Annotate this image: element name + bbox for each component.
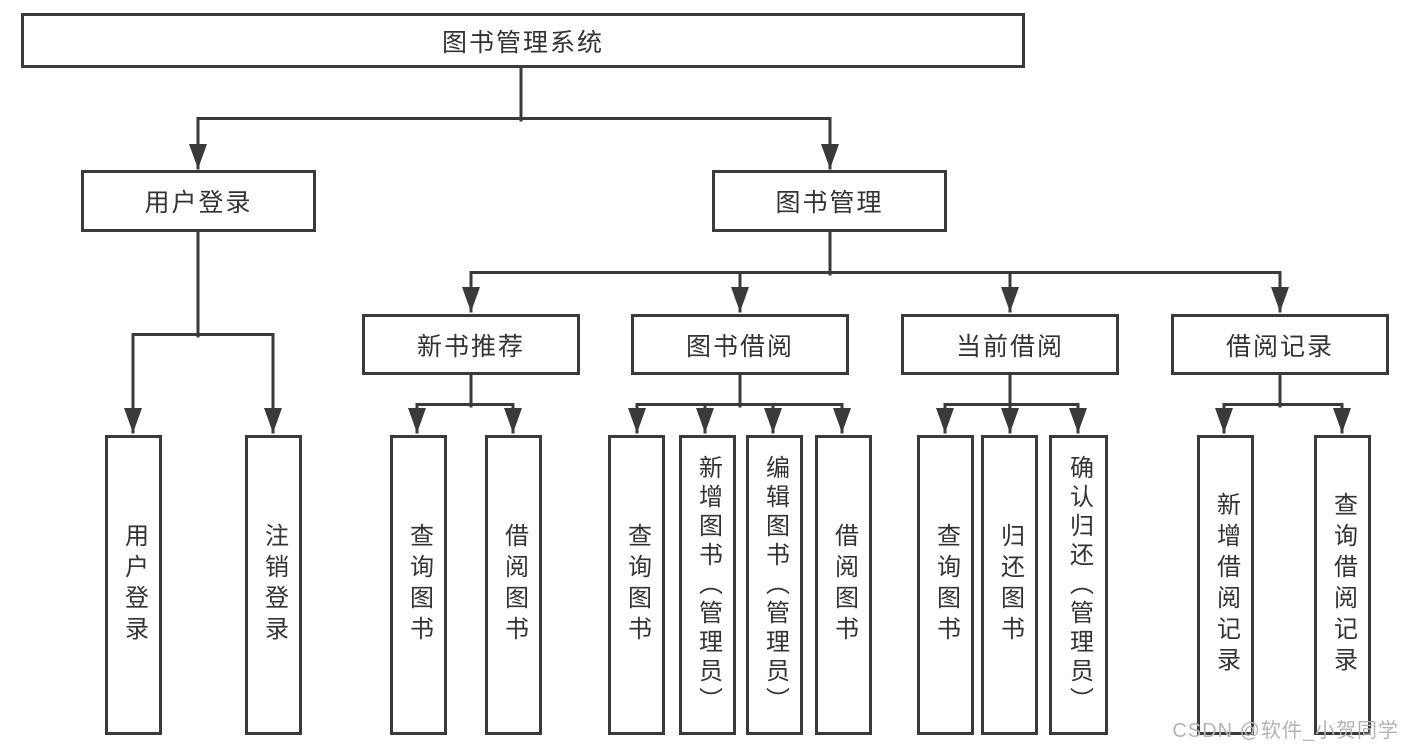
node-label: 查询图书: [405, 523, 433, 647]
node-label: 确认归还（管理员）: [1065, 454, 1093, 716]
node-label: 图书管理: [775, 189, 884, 217]
leaf-query-books-borrowing: 查询图书: [608, 435, 665, 735]
connectors-root: [189, 66, 839, 170]
node-label: 借阅记录: [1225, 332, 1334, 361]
node-label: 查询借阅记录: [1329, 492, 1357, 678]
node-label: 编辑图书（管理员）: [761, 454, 789, 716]
leaf-borrow-books: 借阅图书: [815, 435, 872, 735]
connectors-book-management: [462, 230, 1289, 313]
leaf-confirm-return-admin: 确认归还（管理员）: [1049, 435, 1108, 735]
node-label: 借阅图书: [830, 523, 858, 647]
watermark: CSDN @软件_小贺同学: [1172, 720, 1399, 742]
leaf-logout-login: 注销登录: [245, 435, 302, 735]
leaf-add-borrow-record: 新增借阅记录: [1197, 435, 1254, 735]
node-library-management-system: 图书管理系统: [21, 13, 1025, 68]
node-book-borrowing: 图书借阅: [631, 314, 849, 375]
node-label: 用户登录: [144, 189, 253, 217]
connectors-user-login: [124, 230, 282, 434]
node-label: 图书借阅: [685, 332, 794, 361]
leaf-return-books: 归还图书: [981, 435, 1038, 735]
node-current-borrowing: 当前借阅: [901, 314, 1119, 375]
leaf-edit-books-admin: 编辑图书（管理员）: [746, 435, 803, 735]
node-label: 当前借阅: [955, 332, 1064, 361]
node-book-management: 图书管理: [712, 170, 947, 232]
connectors-borrowing-records: [1215, 373, 1351, 434]
node-label: 归还图书: [996, 523, 1024, 647]
node-label: 注销登录: [260, 523, 288, 647]
leaf-user-login: 用户登录: [105, 435, 162, 735]
leaf-query-books-current: 查询图书: [917, 435, 974, 735]
connectors-book-borrowing: [628, 373, 851, 434]
leaf-query-borrow-record: 查询借阅记录: [1314, 435, 1371, 735]
node-label: 图书管理系统: [441, 28, 604, 57]
node-label: 查询图书: [932, 523, 960, 647]
connectors-new-book-recommendation: [408, 373, 522, 434]
node-label: 查询图书: [623, 523, 651, 647]
node-label: 借阅图书: [500, 523, 528, 647]
node-label: 新书推荐: [416, 332, 525, 361]
node-new-book-recommendation: 新书推荐: [362, 314, 580, 375]
leaf-query-books-recommend: 查询图书: [390, 435, 447, 735]
node-borrowing-records: 借阅记录: [1171, 314, 1389, 375]
leaf-add-books-admin: 新增图书（管理员）: [679, 435, 736, 735]
node-label: 用户登录: [120, 523, 148, 647]
connectors-current-borrowing: [936, 373, 1087, 434]
node-label: 新增借阅记录: [1212, 492, 1240, 678]
node-label: 新增图书（管理员）: [694, 454, 722, 716]
node-user-login: 用户登录: [81, 170, 316, 232]
leaf-borrow-books-recommend: 借阅图书: [485, 435, 542, 735]
